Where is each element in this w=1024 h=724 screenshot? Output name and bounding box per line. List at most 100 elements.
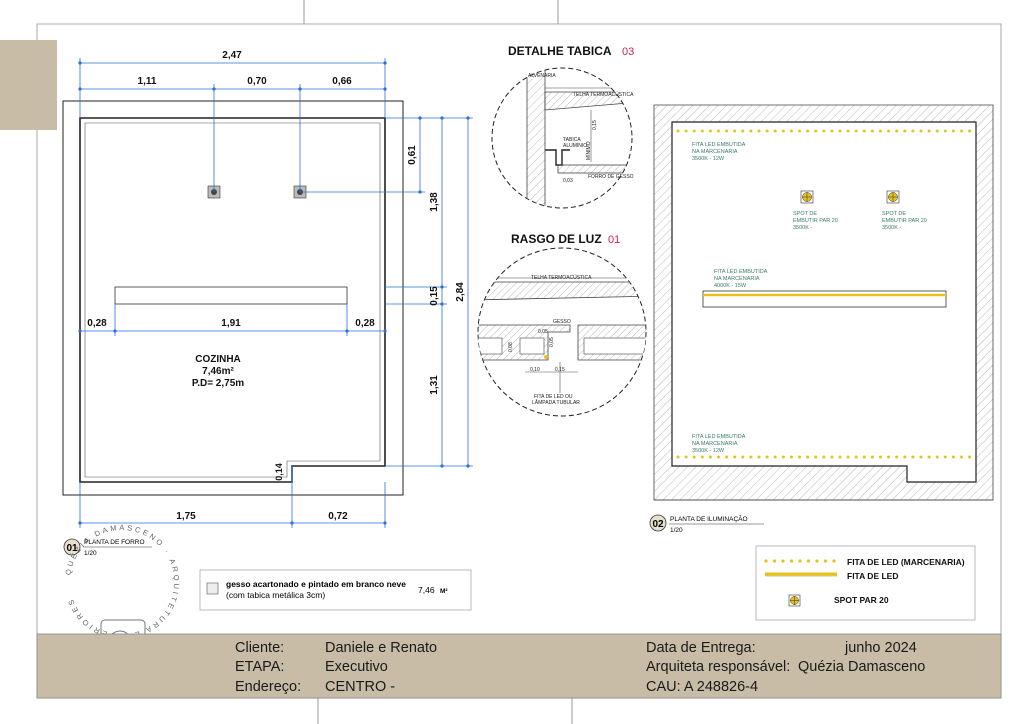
spot-icon-2 [886, 190, 900, 204]
led-dot [733, 129, 737, 133]
legend-item-led-marcenaria: FITA DE LED (MARCENARIA) [847, 557, 965, 567]
legend-led-dot [781, 559, 785, 563]
led-dot [806, 455, 810, 459]
led-dot [830, 129, 834, 133]
fita-top-line3: 3500K - 12W [692, 156, 725, 162]
led-dot [862, 129, 866, 133]
dim-right-total: 2,84 [455, 282, 466, 302]
led-dot [773, 455, 777, 459]
rasgo-detail [477, 247, 647, 417]
led-dot [887, 455, 891, 459]
legend-led-dot [823, 559, 828, 563]
material-name-rest: (com tabica metálica 3cm) [226, 590, 325, 600]
led-dot [814, 129, 818, 133]
led-dot [935, 129, 939, 133]
led-dot [708, 129, 712, 133]
plan-forro-dimensions [79, 58, 473, 528]
led-dot [951, 455, 955, 459]
material-table: gesso acartonado e pintado em branco nev… [199, 569, 472, 611]
led-dot [806, 129, 810, 133]
legend-led-dot [798, 559, 802, 563]
legend-item-led: FITA DE LED [847, 571, 898, 581]
led-dot [717, 129, 720, 133]
legend-led-dot [764, 559, 768, 563]
plan-forro [62, 100, 404, 496]
led-dot [830, 455, 834, 459]
rasgo-label-d3: 0,05 [549, 337, 555, 347]
led-dot [838, 129, 842, 133]
tb-etapa: Executivo [325, 659, 388, 675]
rasgo-label-telha: TELHA TERMOACÚSTICA [531, 274, 592, 281]
led-dot [708, 455, 712, 459]
led-dot [870, 455, 874, 459]
spot2-line2: EMBUTIR PAR 20 [882, 218, 927, 224]
tabica-label-alvenaria: ALVENARIA [528, 73, 556, 79]
tb-arquiteta-label: Arquiteta responsável: [646, 659, 790, 675]
led-dot [757, 455, 761, 459]
led-dot [717, 455, 720, 459]
led-dot [895, 455, 899, 459]
tb-cau: CAU: A 248826-4 [646, 679, 758, 695]
tb-cliente-label: Cliente: [235, 640, 284, 656]
tabica-label-minimo: MÍNIMO [585, 141, 592, 160]
led-dot [789, 129, 793, 133]
led-dot [887, 129, 891, 133]
material-qty: 7,46 [418, 585, 435, 595]
tabica-label-aluminio: ALUMÍNIO [563, 142, 587, 149]
tabica-label-forro: FORRO DE GESSO [588, 174, 634, 180]
led-dot [700, 129, 704, 133]
spot1-line1: SPOT DE [793, 211, 817, 217]
led-dot [951, 129, 955, 133]
led-dot [911, 129, 915, 133]
led-dot [765, 129, 769, 133]
led-dot [692, 455, 696, 459]
led-dot [741, 129, 745, 133]
led-dot [757, 129, 761, 133]
led-dot [895, 129, 899, 133]
dim-right-upper: 1,38 [429, 192, 440, 212]
spot1-line3: 3500K - [793, 225, 812, 231]
led-dot [919, 129, 923, 133]
dim-mid-center: 1,91 [221, 318, 241, 329]
tb-arquiteta: Quézia Damasceno [798, 659, 925, 675]
plan-iluminacao-scale: 1/20 [670, 527, 683, 534]
title-block [36, 633, 1002, 699]
led-strip-dots [676, 129, 972, 459]
led-dot [960, 455, 963, 459]
led-dot [943, 455, 947, 459]
legend-led-dot [772, 559, 777, 563]
led-dot [676, 455, 680, 459]
rasgo-label-gesso: GESSO [553, 319, 571, 325]
dim-top-mid: 0,70 [247, 76, 267, 87]
tabica-detail [491, 67, 633, 209]
led-dot [854, 455, 858, 459]
dim-mid-right: 0,28 [355, 318, 375, 329]
led-dot [814, 455, 818, 459]
led-dot [943, 129, 947, 133]
led-dot [822, 455, 826, 459]
dim-right-top: 0,61 [407, 145, 418, 165]
fita-top-line2: NA MARCENARIA [692, 149, 738, 155]
led-dot [968, 455, 972, 459]
material-name-bold: gesso acartonado e pintado em branco nev… [226, 579, 406, 589]
led-dot [935, 455, 939, 459]
rasgo-label-d2: 0,05 [538, 329, 548, 335]
led-dot [919, 455, 923, 459]
led-dot [676, 129, 680, 133]
led-dot [692, 129, 696, 133]
plan-iluminacao-title: 02 PLANTA DE ILUMINAÇÃO 1/20 [649, 514, 764, 534]
tb-etapa-label: ETAPA: [235, 659, 284, 675]
tb-entrega: junho 2024 [844, 640, 917, 656]
led-dot [798, 129, 801, 133]
dim-step: 0,14 [274, 463, 284, 481]
led-dot [798, 455, 801, 459]
led-dot [968, 129, 972, 133]
led-dot [822, 129, 826, 133]
dim-total-width: 2,47 [222, 50, 242, 61]
led-dot [960, 129, 963, 133]
plan-iluminacao [653, 104, 994, 501]
tabica-label-dim: 0,15 [592, 120, 598, 130]
tb-endereco: CENTRO - [325, 679, 395, 695]
rasgo-label-d5: 0,15 [555, 367, 565, 373]
